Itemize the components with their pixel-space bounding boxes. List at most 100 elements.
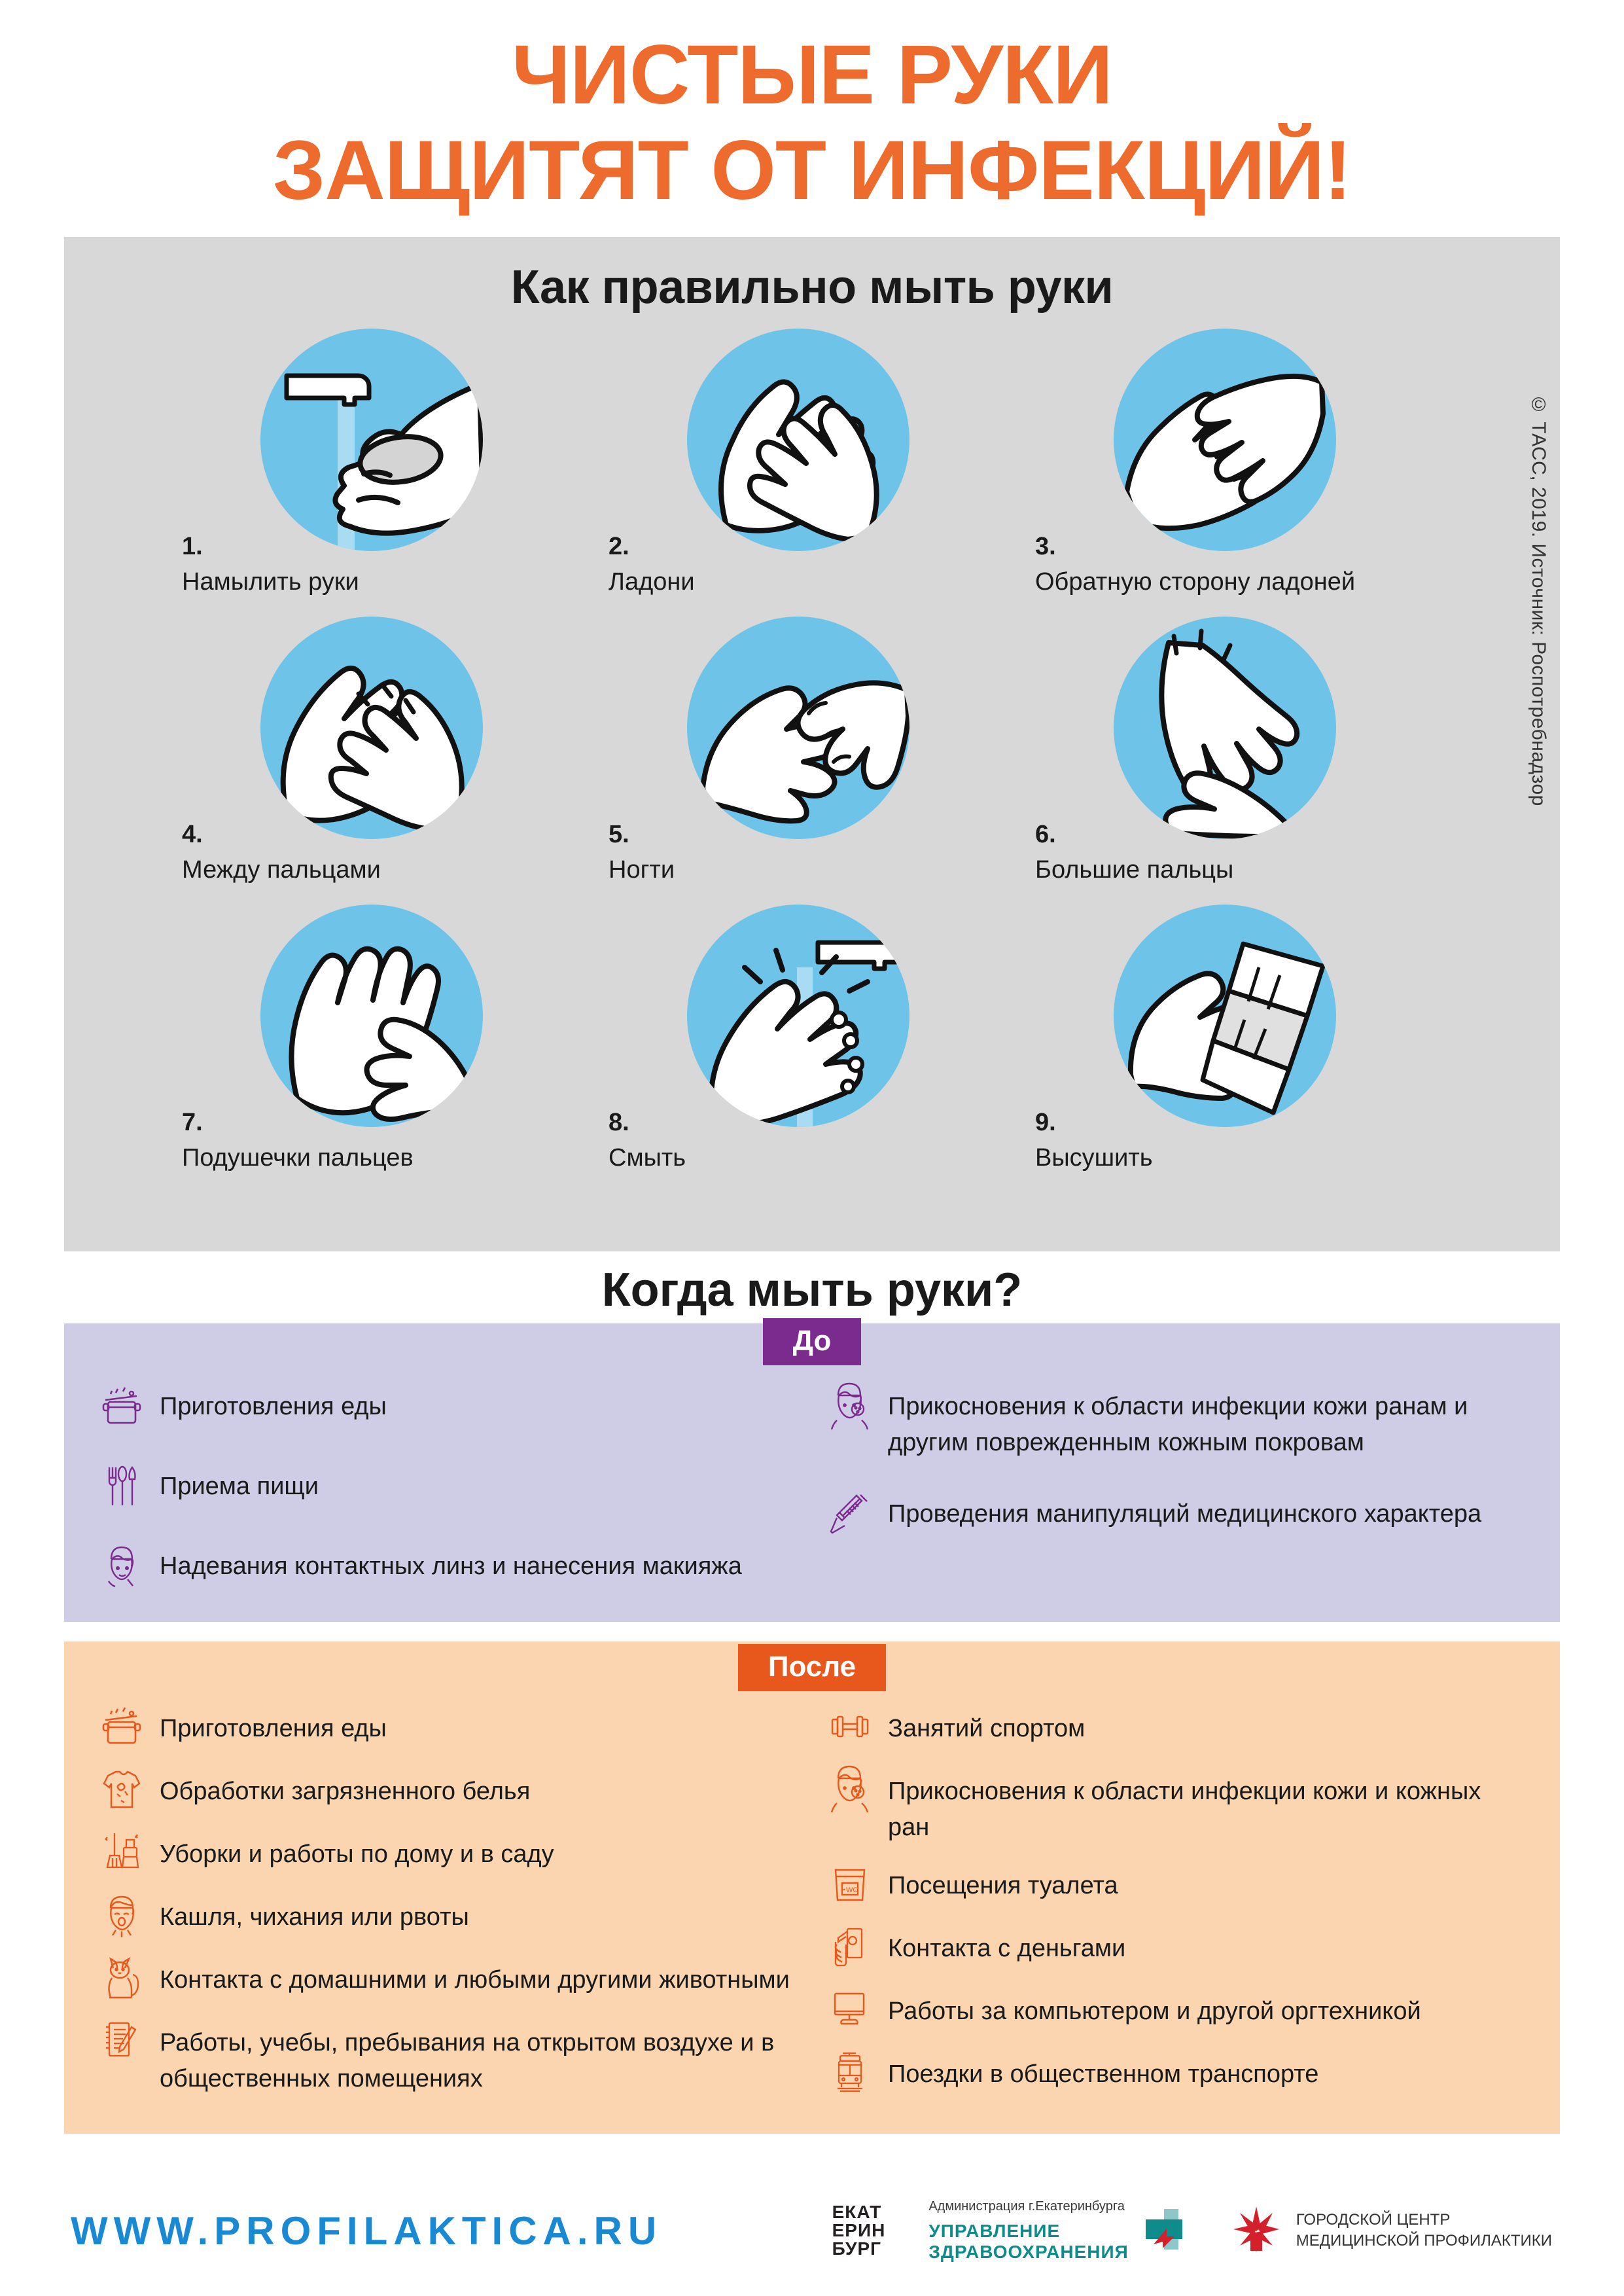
wash-step-label: Подушечки пальцев	[182, 1143, 414, 1172]
list-item: Кашля, чихания или рвоты	[98, 1890, 798, 1940]
list-item: Работы за компьютером и другой оргтехник…	[826, 1984, 1526, 2034]
tram-icon	[826, 2047, 874, 2097]
prevention-center-star-icon	[1229, 2202, 1283, 2259]
list-item: Проведения манипуляций медицинского хара…	[826, 1487, 1526, 1541]
healthcare-line-1: УПРАВЛЕНИЕ	[928, 2221, 1061, 2242]
cat-icon	[98, 1953, 145, 2003]
prevention-center-logo: ГОРОДСКОЙ ЦЕНТР МЕДИЦИНСКОЙ ПРОФИЛАКТИКИ	[1229, 2202, 1552, 2259]
list-item: Контакта с домашними и любыми другими жи…	[98, 1953, 798, 2003]
dry-with-towel-icon	[1114, 904, 1336, 1127]
list-item-label: Приема пищи	[160, 1472, 319, 1500]
list-item-label: Работы, учебы, пребывания на открытом во…	[160, 2028, 775, 2092]
list-item-label: Посещения туалета	[888, 1872, 1118, 1899]
list-item: Приготовления еды	[98, 1702, 798, 1751]
list-item: Прикосновения к области инфекции кожи и …	[826, 1765, 1526, 1846]
list-item: Контакта с деньгами	[826, 1922, 1526, 1971]
hands-with-soap-under-tap-icon	[260, 328, 483, 551]
footer-logos: ЕКАТ ЕРИН БУРГ Администрация г.Екатеринб…	[832, 2199, 1552, 2262]
wash-step-4: 4. Между пальцами	[182, 616, 609, 905]
after-badge: После	[737, 1643, 887, 1691]
coughing-face-icon	[98, 1890, 145, 1940]
wash-step-number: 5.	[609, 820, 629, 848]
how-to-wash-heading: Как правильно мыть руки	[510, 260, 1114, 314]
wash-step-5: 5. Ногти	[609, 616, 1035, 905]
how-to-wash-panel: Как правильно мыть руки 1. Намылить руки	[64, 236, 1560, 1251]
list-item: Прикосновения к области инфекции кожи ра…	[826, 1380, 1526, 1461]
wash-step-label: Обратную сторону ладоней	[1035, 567, 1356, 596]
face-makeup-icon	[98, 1539, 145, 1593]
nails-in-palm-icon	[687, 616, 909, 839]
list-item-label: Прикосновения к области инфекции кожи и …	[888, 1777, 1481, 1841]
list-item-label: Кашля, чихания или рвоты	[160, 1903, 469, 1931]
prevention-center-line-2: МЕДИЦИНСКОЙ ПРОФИЛАКТИКИ	[1296, 2232, 1552, 2250]
wash-step-number: 6.	[1035, 820, 1056, 848]
before-badge: До	[762, 1318, 862, 1365]
list-item-label: Контакта с домашними и любыми другими жи…	[160, 1965, 790, 1994]
wash-step-label: Высушить	[1035, 1143, 1153, 1172]
poster-title: ЧИСТЫЕ РУКИ ЗАЩИТЯТ ОТ ИНФЕКЦИЙ!	[0, 0, 1624, 219]
syringe-icon	[826, 1487, 874, 1541]
before-right-column: Прикосновения к области инфекции кожи ра…	[826, 1380, 1526, 1593]
wash-step-number: 7.	[182, 1108, 203, 1136]
list-item: Надевания контактных линз и нанесения ма…	[98, 1539, 798, 1593]
prevention-center-text: ГОРОДСКОЙ ЦЕНТР МЕДИЦИНСКОЙ ПРОФИЛАКТИКИ	[1296, 2210, 1552, 2252]
wash-step-label: Большие пальцы	[1035, 855, 1234, 884]
skin-infection-face-icon	[826, 1765, 874, 1814]
fingertips-in-palm-icon	[260, 904, 483, 1127]
cooking-pot-icon	[98, 1702, 145, 1751]
wash-step-7: 7. Подушечки пальцев	[182, 904, 609, 1193]
wash-step-number: 8.	[609, 1108, 629, 1136]
dumbbell-icon	[826, 1702, 874, 1751]
wash-step-number: 9.	[1035, 1108, 1056, 1136]
wash-steps-grid: 1. Намылить руки 2. Ладони	[64, 328, 1508, 1193]
before-left-column: Приготовления еды Приема пищи	[98, 1380, 798, 1593]
healthcare-line-2: ЗДРАВООХРАНЕНИЯ	[928, 2241, 1129, 2262]
list-item-label: Проведения манипуляций медицинского хара…	[888, 1500, 1482, 1528]
wash-step-label: Намылить руки	[182, 567, 359, 596]
list-item: WC Посещения туалета	[826, 1859, 1526, 1909]
list-item-label: Прикосновения к области инфекции кожи ра…	[888, 1392, 1468, 1456]
wash-step-label: Ногти	[609, 855, 675, 884]
wash-step-number: 4.	[182, 820, 203, 848]
list-item: Занятий спортом	[826, 1702, 1526, 1751]
source-credit: © ТАСС, 2019. Источник: Роспотребнадзор	[1528, 393, 1549, 806]
ekaterinburg-logo-line-2: ЕРИН	[832, 2220, 886, 2240]
skin-infection-face-icon	[826, 1380, 874, 1433]
after-left-column: Приготовления еды Обработки загрязненног…	[98, 1702, 798, 2097]
computer-monitor-icon	[826, 1984, 874, 2034]
healthcare-department-text: Администрация г.Екатеринбурга УПРАВЛЕНИЕ…	[928, 2199, 1128, 2262]
wash-step-3: 3. Обратную сторону ладоней	[1035, 328, 1462, 617]
wash-step-number: 3.	[1035, 532, 1056, 560]
after-section: Приготовления еды Обработки загрязненног…	[64, 1641, 1560, 2134]
rinse-under-tap-icon	[687, 904, 909, 1127]
list-item-label: Надевания контактных линз и нанесения ма…	[160, 1552, 742, 1580]
wash-step-label: Смыть	[609, 1143, 686, 1172]
list-item: Работы, учебы, пребывания на открытом во…	[98, 2016, 798, 2097]
list-item: Уборки и работы по дому и в саду	[98, 1827, 798, 1877]
wash-step-2: 2. Ладони	[609, 328, 1035, 617]
cooking-pot-icon	[98, 1380, 145, 1433]
healthcare-department-logo: Администрация г.Екатеринбурга УПРАВЛЕНИЕ…	[928, 2199, 1186, 2262]
city-administration-label: Администрация г.Екатеринбурга	[928, 2199, 1125, 2214]
ekaterinburg-logo-line-1: ЕКАТ	[832, 2202, 882, 2222]
money-hand-icon	[826, 1922, 874, 1971]
ekaterinburg-logo: ЕКАТ ЕРИН БУРГ	[832, 2203, 886, 2258]
list-item: Приема пищи	[98, 1460, 798, 1513]
website-url[interactable]: WWW.PROFILAKTICA.RU	[71, 2208, 663, 2253]
list-item-label: Приготовления еды	[160, 1392, 387, 1420]
healthcare-cross-mark-icon	[1135, 2206, 1186, 2255]
wash-step-number: 2.	[609, 532, 629, 560]
list-item: Приготовления еды	[98, 1380, 798, 1433]
list-item: Обработки загрязненного белья	[98, 1765, 798, 1814]
title-line-1: ЧИСТЫЕ РУКИ	[511, 28, 1113, 122]
poster-footer: WWW.PROFILAKTICA.RU ЕКАТ ЕРИН БУРГ Админ…	[0, 2165, 1624, 2296]
list-item-label: Приготовления еды	[160, 1714, 387, 1742]
list-item-label: Работы за компьютером и другой оргтехник…	[888, 1998, 1421, 2025]
wash-step-9: 9. Высушить	[1035, 904, 1462, 1193]
palm-to-palm-rub-icon	[687, 328, 909, 551]
wash-step-8: 8. Смыть	[609, 904, 1035, 1193]
list-item-label: Уборки и работы по дому и в саду	[160, 1840, 554, 1868]
list-item: Поездки в общественном транспорте	[826, 2047, 1526, 2097]
list-item-label: Поездки в общественном транспорте	[888, 2060, 1319, 2088]
